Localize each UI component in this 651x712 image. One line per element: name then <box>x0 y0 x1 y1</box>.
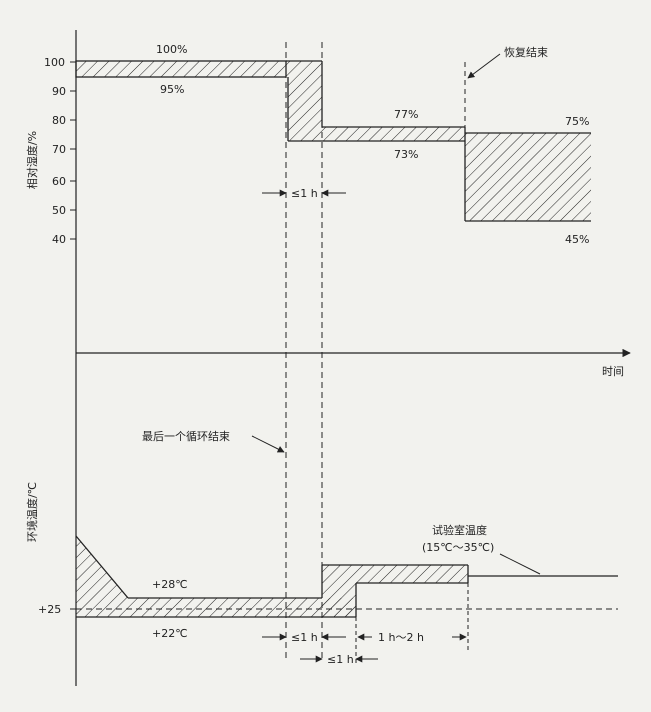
humidity-ticks: 100 90 80 70 60 50 40 <box>44 56 76 246</box>
lab-temp-range: (15℃～35℃) <box>422 541 494 554</box>
label-77pct: 77% <box>394 108 418 121</box>
label-plus28c: +28℃ <box>152 578 188 591</box>
time-axis-label: 时间 <box>602 365 624 378</box>
tick-25-label: +25 <box>38 603 61 616</box>
tick-50: 50 <box>52 204 66 217</box>
temp-dimension-1h-2h: 1 h～2 h <box>357 631 467 644</box>
recovery-end-label: 恢复结束 <box>504 45 548 59</box>
humidity-dimension-1h: ≤1 h <box>262 187 346 200</box>
label-73pct: 73% <box>394 148 418 161</box>
humidity-transition-band <box>286 60 323 141</box>
tick-80: 80 <box>52 114 66 127</box>
temp-dimension-1h-a: ≤1 h <box>262 631 346 644</box>
temp-dim-1h-a-label: ≤1 h <box>291 631 318 644</box>
temperature-band-lab <box>321 564 469 617</box>
label-95pct: 95% <box>160 83 184 96</box>
label-45pct: 45% <box>565 233 589 246</box>
label-plus22c: +22℃ <box>152 627 188 640</box>
lab-temp-pointer <box>499 553 541 575</box>
recovery-end-pointer <box>467 53 501 79</box>
label-75pct: 75% <box>565 115 589 128</box>
humidity-dim-1h-label: ≤1 h <box>291 187 318 200</box>
temp-dim-1h-2h-label: 1 h～2 h <box>378 631 424 644</box>
humidity-band-3 <box>464 127 591 222</box>
tick-70: 70 <box>52 143 66 156</box>
label-100pct: 100% <box>156 43 187 56</box>
cycle-end-pointer <box>251 435 285 453</box>
temperature-axis-label: 环境温度/℃ <box>25 482 39 542</box>
lab-temp-title: 试验室温度 <box>432 523 487 537</box>
cycle-end-label: 最后一个循环结束 <box>142 430 230 443</box>
tick-40: 40 <box>52 233 66 246</box>
tick-60: 60 <box>52 175 66 188</box>
temperature-band-initial <box>75 535 356 618</box>
temp-dimension-1h-b: ≤1 h <box>300 653 378 666</box>
humidity-axis-label: 相对湿度/% <box>25 131 39 189</box>
humidity-band-1 <box>75 60 287 78</box>
tick-100: 100 <box>44 56 65 69</box>
temp-dim-1h-b-label: ≤1 h <box>327 653 354 666</box>
humidity-band-2 <box>288 126 465 142</box>
tick-90: 90 <box>52 85 66 98</box>
